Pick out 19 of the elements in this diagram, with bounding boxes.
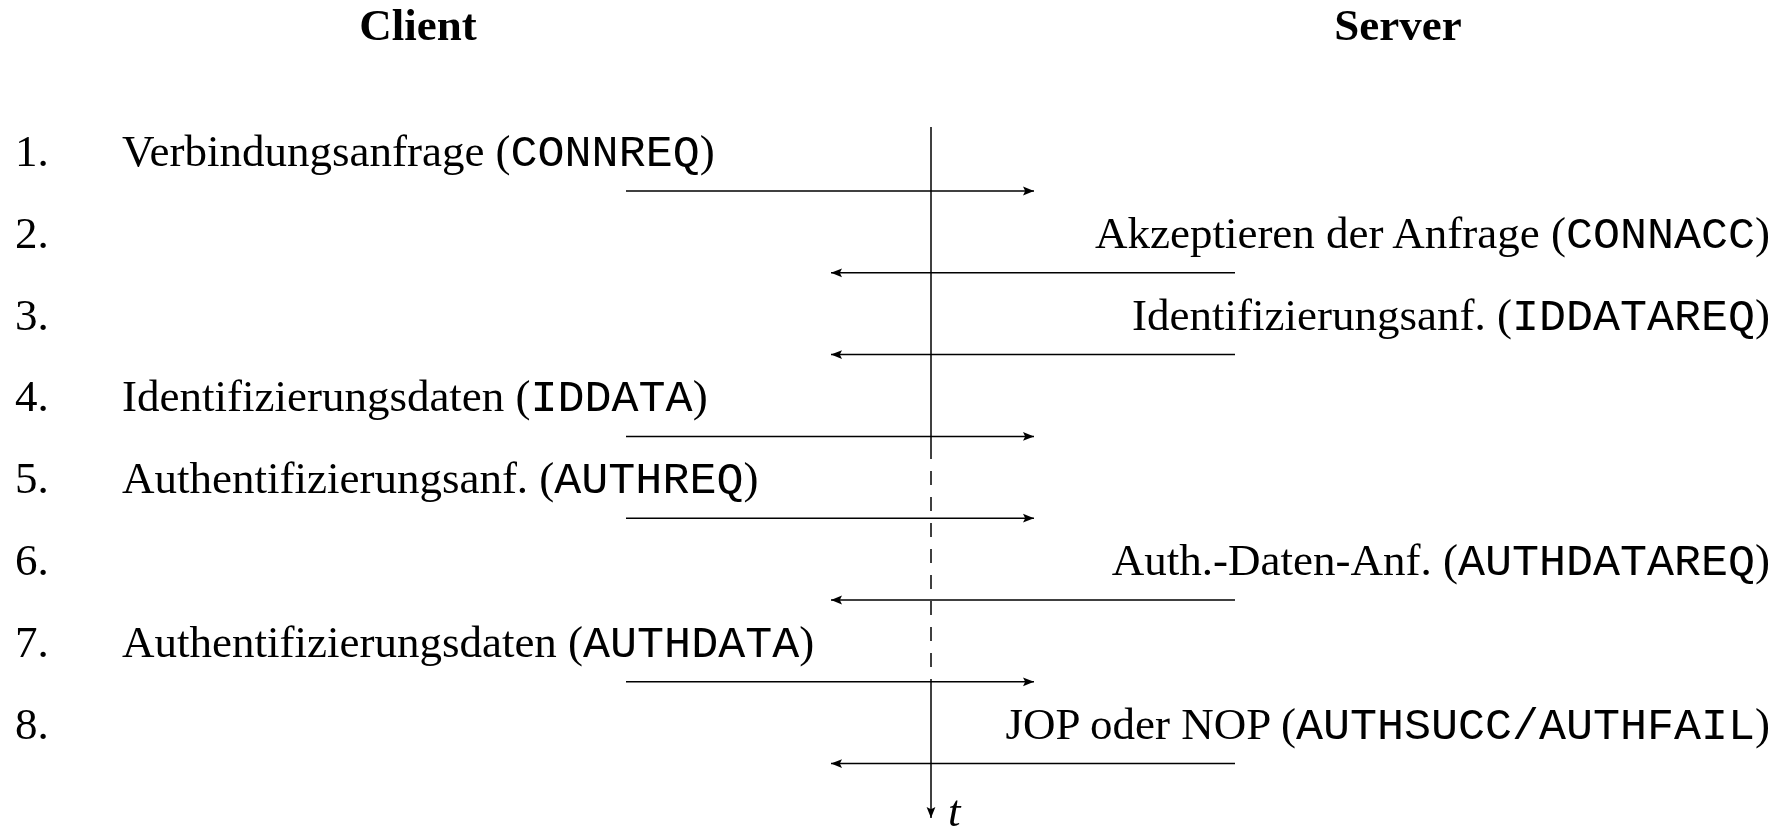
- step-number: 3.: [15, 289, 49, 342]
- time-label: t: [948, 786, 961, 838]
- step-number: 2.: [15, 207, 49, 260]
- step-number: 1.: [15, 126, 49, 178]
- step-number: 8.: [15, 698, 49, 751]
- message-label: Identifizierungsanf. (IDDATAREQ): [1132, 289, 1770, 345]
- message-label: Identifizierungsdaten (IDDATA): [122, 371, 708, 427]
- column-heading: Client: [359, 0, 477, 52]
- message-label: JOP oder NOP (AUTHSUCC/AUTHFAIL): [1005, 698, 1770, 754]
- step-number: 6.: [15, 535, 49, 587]
- column-heading: Server: [1334, 0, 1462, 52]
- message-label: Authentifizierungsanf. (AUTHREQ): [122, 453, 759, 508]
- step-number: 4.: [15, 371, 49, 424]
- message-label: Verbindungsanfrage (CONNREQ): [122, 126, 715, 181]
- message-label: Authentifizierungsdaten (AUTHDATA): [122, 616, 815, 672]
- step-number: 5.: [15, 453, 49, 505]
- step-number: 7.: [15, 616, 49, 669]
- message-label: Akzeptieren der Anfrage (CONNACC): [1094, 207, 1770, 263]
- message-label: Auth.-Daten-Anf. (AUTHDATAREQ): [1111, 535, 1770, 590]
